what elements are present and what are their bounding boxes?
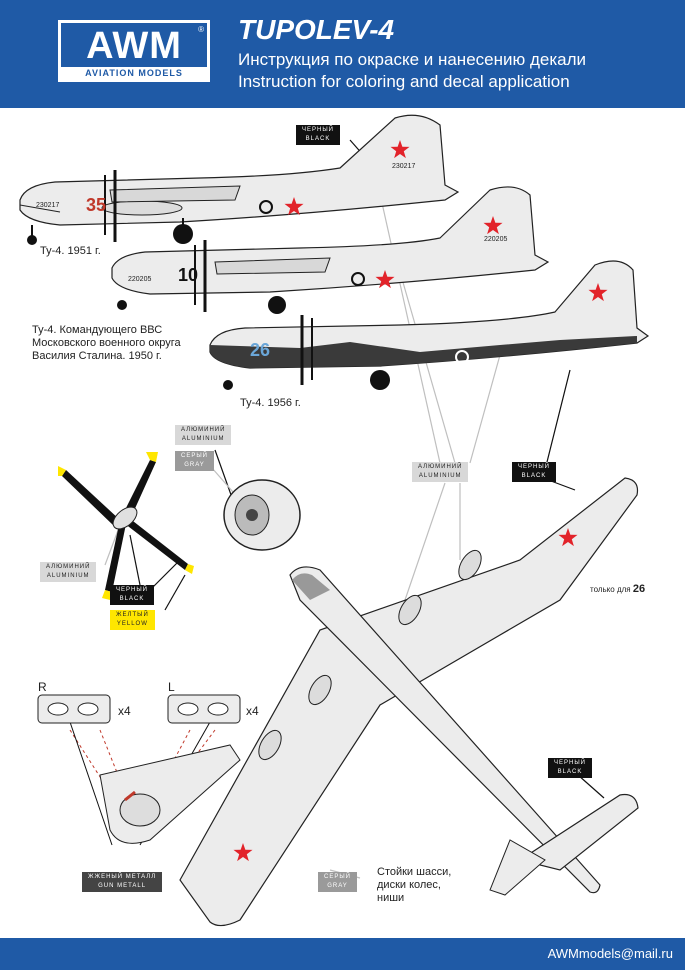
tag-yellow-propeller: ЖЕЛТЫЙ YELLOW	[110, 610, 155, 630]
aircraft-3-caption: Ty-4. 1956 г.	[240, 397, 301, 409]
tag-alu-prop-ru: АЛЮМИНИЙ	[46, 564, 91, 570]
tag-alu-main-ru: АЛЮМИНИЙ	[418, 464, 463, 470]
subtitle-russian: Инструкция по окраске и нанесению декали	[238, 50, 587, 69]
tag-aluminium-engine: АЛЮМИНИЙ ALUMINIUM	[175, 425, 232, 445]
tag-black-tailplane-ru: ЧЕРНЫЙ	[554, 760, 586, 766]
aircraft-2-side-view	[111, 186, 550, 314]
logo-registered-mark: ®	[198, 25, 204, 34]
aircraft-2-caption-line3: Василия Сталина. 1950 г.	[32, 350, 162, 362]
tag-gray-gear: СЕРЫЙ GRAY	[318, 872, 357, 892]
tag-black-propeller: ЧЕРНЫЙ BLACK	[110, 585, 154, 605]
tag-alu-en: ALUMINIUM	[181, 436, 225, 442]
tag-black-wing-en: BLACK	[521, 473, 547, 479]
propeller	[58, 452, 194, 600]
tag-black-ru: ЧЕРНЫЙ	[302, 127, 334, 133]
aircraft-2-number: 10	[178, 265, 199, 285]
gear-note-line1: Стойки шасси,	[377, 866, 452, 878]
tag-black-prop-ru: ЧЕРНЫЙ	[116, 587, 148, 593]
tag-gun-en: GUN METALL	[98, 883, 147, 889]
tag-alu-ru: АЛЮМИНИЙ	[181, 427, 226, 433]
tag-black-tail: ЧЕРНЫЙ BLACK	[296, 125, 340, 145]
tag-gray-gear-en: GRAY	[327, 883, 348, 889]
blister-left-label: L	[168, 680, 175, 694]
gear-note-line2: диски колес,	[377, 879, 441, 891]
aircraft-3-number: 26	[250, 340, 271, 360]
tag-gray-ru: СЕРЫЙ	[181, 453, 208, 459]
tag-alu-prop-en: ALUMINIUM	[46, 573, 90, 579]
blister-right-label: R	[38, 680, 47, 694]
blister-left-count: x4	[246, 704, 259, 718]
aircraft-1-caption: Ty-4. 1951 г.	[40, 245, 101, 257]
aircraft-1-serial: 230217	[36, 202, 60, 209]
aircraft-2-tail-number: 220205	[484, 236, 508, 243]
tag-gray-en: GRAY	[184, 462, 205, 468]
tag-black-prop-en: BLACK	[119, 596, 145, 602]
page-title: TUPOLEV-4	[238, 14, 395, 45]
only-for-text: только для	[590, 585, 631, 594]
gun-blister-parts	[37, 694, 241, 844]
only-for-note: только для 26	[590, 583, 645, 595]
tag-black-tailplane: ЧЕРНЫЙ BLACK	[548, 758, 592, 778]
tag-aluminium-propeller: АЛЮМИНИЙ ALUMINIUM	[40, 562, 97, 582]
aircraft-1-tail-number: 230217	[392, 163, 416, 170]
aircraft-1-side-view	[19, 114, 460, 245]
tag-aluminium-main: АЛЮМИНИЙ ALUMINIUM	[412, 462, 469, 482]
tag-black-en: BLACK	[305, 136, 331, 142]
aircraft-3-side-view	[209, 260, 650, 390]
tag-gun-metal: ЖЖЕНЫЙ МЕТАЛЛ GUN METALL	[82, 872, 163, 892]
tag-alu-main-en: ALUMINIUM	[418, 473, 462, 479]
aircraft-2-caption-line1: Ty-4. Командующего ВВС	[32, 324, 163, 336]
aircraft-top-view	[179, 477, 639, 927]
tag-gray-engine: СЕРЫЙ GRAY	[175, 451, 214, 471]
tag-yellow-en: YELLOW	[116, 621, 148, 627]
tag-gun-ru: ЖЖЕНЫЙ МЕТАЛЛ	[88, 874, 157, 880]
subtitle-english: Instruction for coloring and decal appli…	[238, 72, 570, 91]
logo-subtitle: AVIATION MODELS	[61, 67, 207, 79]
tag-black-wing: ЧЕРНЫЙ BLACK	[512, 462, 556, 482]
engine-cowling-front	[223, 479, 301, 551]
contact-email[interactable]: AWMmodels@mail.ru	[547, 946, 673, 961]
only-for-number: 26	[632, 583, 646, 595]
tag-yellow-ru: ЖЕЛТЫЙ	[116, 612, 149, 618]
tag-black-tailplane-en: BLACK	[557, 769, 583, 775]
gear-note-line3: ниши	[377, 892, 405, 904]
tag-gray-gear-ru: СЕРЫЙ	[324, 874, 351, 880]
footer-bar: AWMmodels@mail.ru	[0, 938, 685, 970]
blister-right-count: x4	[118, 704, 131, 718]
aircraft-1-number: 35	[86, 195, 107, 215]
tag-black-wing-ru: ЧЕРНЫЙ	[518, 464, 550, 470]
header-bar: AWM ® AVIATION MODELS TUPOLEV-4 Инструкц…	[0, 0, 685, 108]
logo-main-text: AWM	[86, 25, 182, 67]
aircraft-2-caption-line2: Московского военного округа	[32, 337, 181, 349]
awm-logo: AWM ® AVIATION MODELS	[58, 20, 210, 82]
aircraft-2-serial: 220205	[128, 276, 152, 283]
